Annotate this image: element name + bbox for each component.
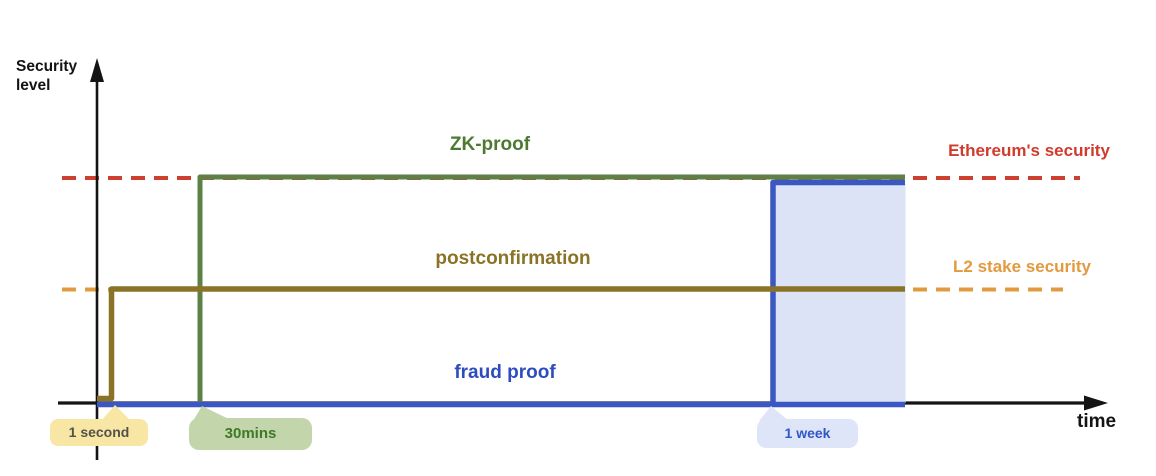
badge-1-week-pointer-icon <box>759 406 789 421</box>
x-axis-label: time <box>1077 411 1117 432</box>
postconfirmation-line <box>97 286 905 402</box>
y-axis-label: Security level <box>16 58 78 95</box>
zk-proof-label: ZK-proof <box>449 134 531 155</box>
badge-30mins: 30mins <box>189 418 312 450</box>
fraud-proof-label: fraud proof <box>454 362 556 383</box>
challenge-period-region <box>775 184 906 403</box>
badge-1-week: 1 week <box>757 419 858 448</box>
x-axis-arrow-icon <box>1084 395 1108 411</box>
badge-30mins-pointer-icon <box>193 406 233 421</box>
y-axis-arrow-icon <box>90 58 104 82</box>
badge-1-second-pointer-icon <box>101 405 131 421</box>
postconfirmation-label: postconfirmation <box>435 248 591 269</box>
fraud-proof-line <box>97 179 905 408</box>
l2-stake-security-label: L2 stake security <box>953 257 1091 276</box>
ethereum-security-label: Ethereum's security <box>948 141 1110 160</box>
zk-proof-line <box>197 174 905 402</box>
badge-1-second: 1 second <box>50 419 148 446</box>
